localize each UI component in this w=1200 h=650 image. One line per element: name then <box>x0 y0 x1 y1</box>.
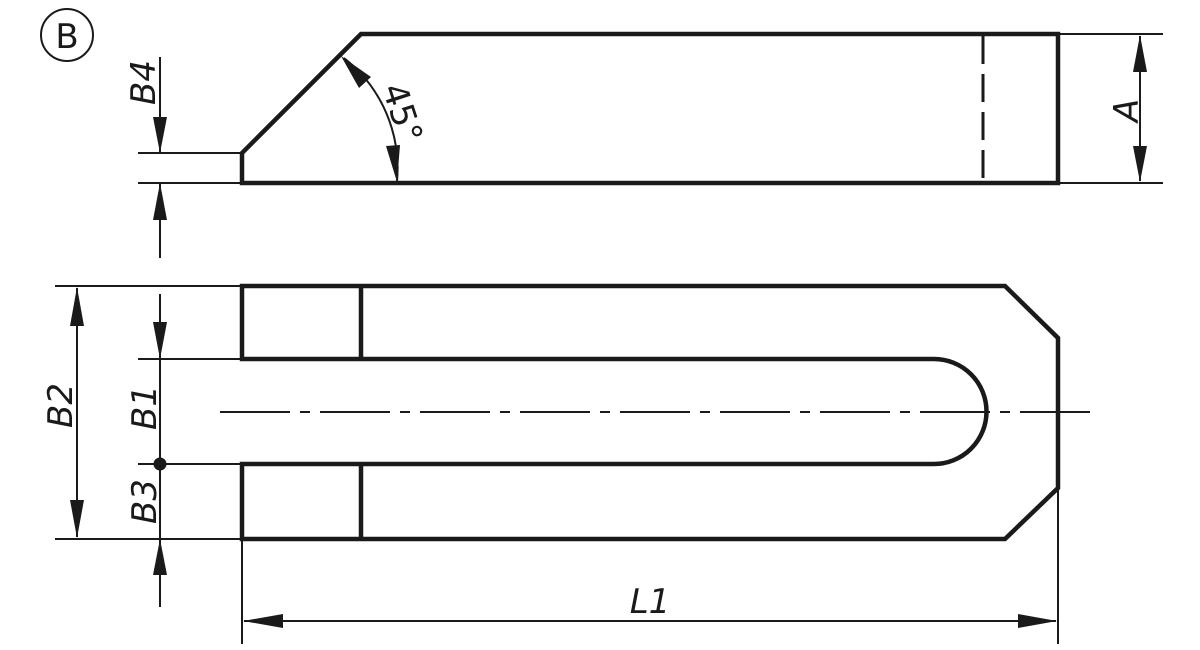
dimension-label-b3: B3 <box>125 479 165 524</box>
arrowhead <box>243 614 283 628</box>
arrowhead <box>153 117 167 153</box>
arrowhead <box>153 539 167 575</box>
dimension-label-b1: B1 <box>125 385 165 430</box>
arrowhead <box>341 56 371 88</box>
view-marker-circle <box>40 8 94 62</box>
arrowhead <box>1018 614 1057 628</box>
angle-label: 45° <box>373 78 430 148</box>
side-view: A B4 45° <box>124 31 1163 258</box>
dimension-label-b4: B4 <box>124 60 164 105</box>
dimension-origin-dot <box>153 457 167 471</box>
arrowhead <box>70 287 84 326</box>
dimension-label-l1: L1 <box>630 582 671 622</box>
view-marker: B <box>40 8 94 62</box>
dimension-label-b2: B2 <box>41 383 81 428</box>
top-view-outline <box>239 283 1061 542</box>
arrowhead <box>153 183 167 220</box>
arrowhead <box>153 322 167 359</box>
arrowhead <box>386 145 400 182</box>
top-view: B2 B1 B3 L1 <box>41 283 1092 644</box>
arrowhead <box>70 500 84 538</box>
arrowhead <box>1133 35 1147 72</box>
dimension-label-a: A <box>1107 99 1147 124</box>
side-view-outline <box>239 31 1061 186</box>
view-marker-label: B <box>55 17 78 57</box>
arrowhead <box>1133 146 1147 182</box>
